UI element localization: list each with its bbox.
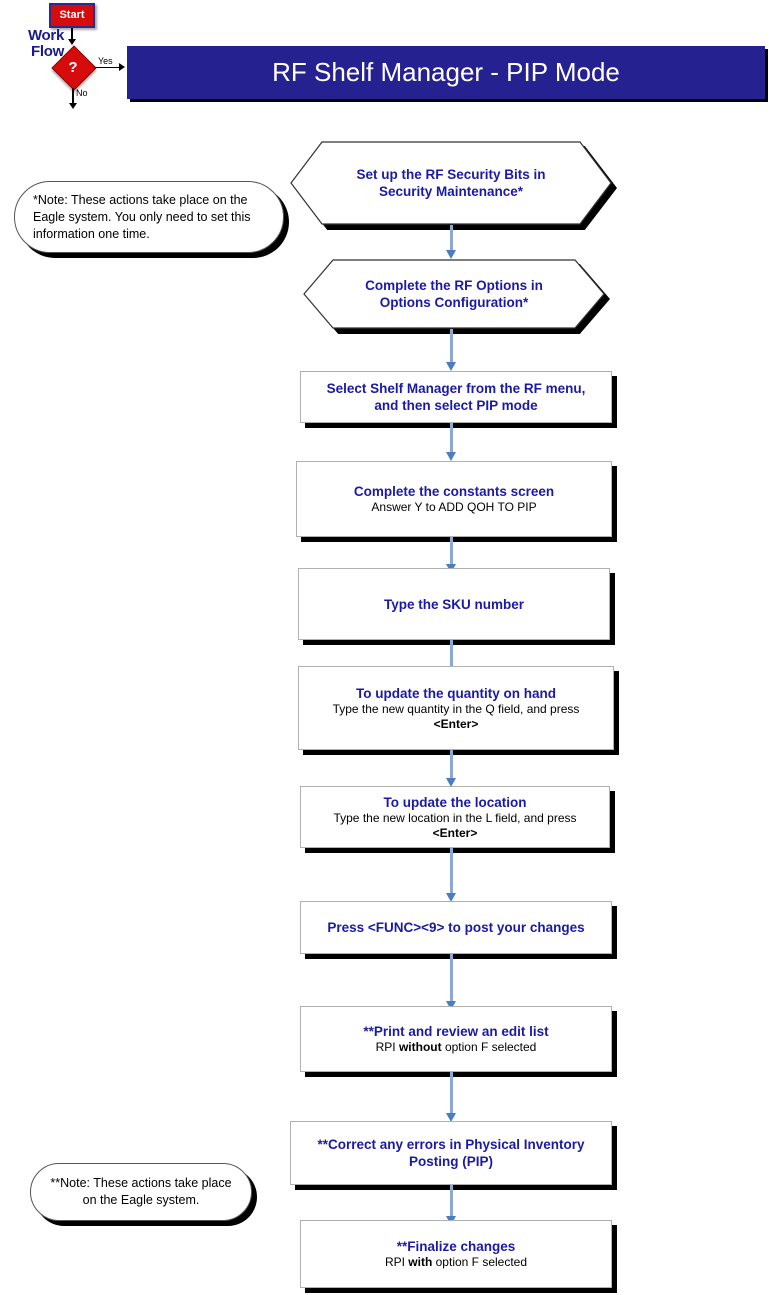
node-select-shelf-manager: Select Shelf Manager from the RF menu,an… xyxy=(300,371,612,423)
node-heading: Complete the constants screen xyxy=(353,484,555,499)
hexagon-outline xyxy=(290,141,612,225)
start-label: Start xyxy=(59,9,85,21)
page-title: RF Shelf Manager - PIP Mode xyxy=(127,46,765,99)
no-branch-line xyxy=(72,88,74,104)
decision-label: ? xyxy=(68,59,78,76)
no-label: No xyxy=(76,88,88,98)
decision-node: ? xyxy=(51,45,97,91)
yes-label: Yes xyxy=(98,56,113,66)
no-branch-arrowhead xyxy=(68,103,77,109)
node-print-review-edit-list: **Print and review an edit list RPI with… xyxy=(300,1006,612,1072)
yes-branch-line xyxy=(94,66,120,68)
node-heading: To update the quantity on hand xyxy=(356,685,556,701)
node-complete-constants-screen: Complete the constants screen Answer Y t… xyxy=(296,461,612,537)
node-subtext: RPI with option F selected xyxy=(384,1255,528,1269)
node-press-func-9: Press <FUNC><9> to post your changes xyxy=(300,901,612,954)
start-node: Start xyxy=(49,3,95,28)
node-heading: Type the SKU number xyxy=(383,596,525,612)
node-heading: **Correct any errors in Physical Invento… xyxy=(317,1137,585,1169)
node-finalize-changes: **Finalize changes RPI with option F sel… xyxy=(300,1220,612,1288)
node-heading: Press <FUNC><9> to post your changes xyxy=(327,920,585,935)
node-update-location: To update the location Type the new loca… xyxy=(300,786,610,848)
node-subtext: RPI without option F selected xyxy=(375,1040,537,1054)
hexagon-outline xyxy=(303,259,605,329)
node-heading: Select Shelf Manager from the RF menu,an… xyxy=(326,381,586,413)
note-eagle-system-correction: **Note: These actions take place on the … xyxy=(30,1163,252,1221)
node-heading: To update the location xyxy=(383,794,527,810)
start-to-decision-line xyxy=(71,28,73,40)
yes-branch-arrowhead xyxy=(119,63,125,71)
node-type-sku-number: Type the SKU number xyxy=(298,568,610,640)
node-heading: **Finalize changes xyxy=(396,1239,516,1254)
note-eagle-system-setup: *Note: These actions take place on the E… xyxy=(14,181,284,253)
node-heading: **Print and review an edit list xyxy=(363,1024,549,1039)
start-to-decision-arrowhead xyxy=(67,39,76,45)
node-subtext: Type the new quantity in the Q field, an… xyxy=(332,701,580,731)
node-correct-errors-pip: **Correct any errors in Physical Invento… xyxy=(290,1121,612,1185)
node-update-quantity-on-hand: To update the quantity on hand Type the … xyxy=(298,666,614,750)
node-subtext: Type the new location in the L field, an… xyxy=(333,810,577,840)
node-subtext: Answer Y to ADD QOH TO PIP xyxy=(371,500,537,514)
